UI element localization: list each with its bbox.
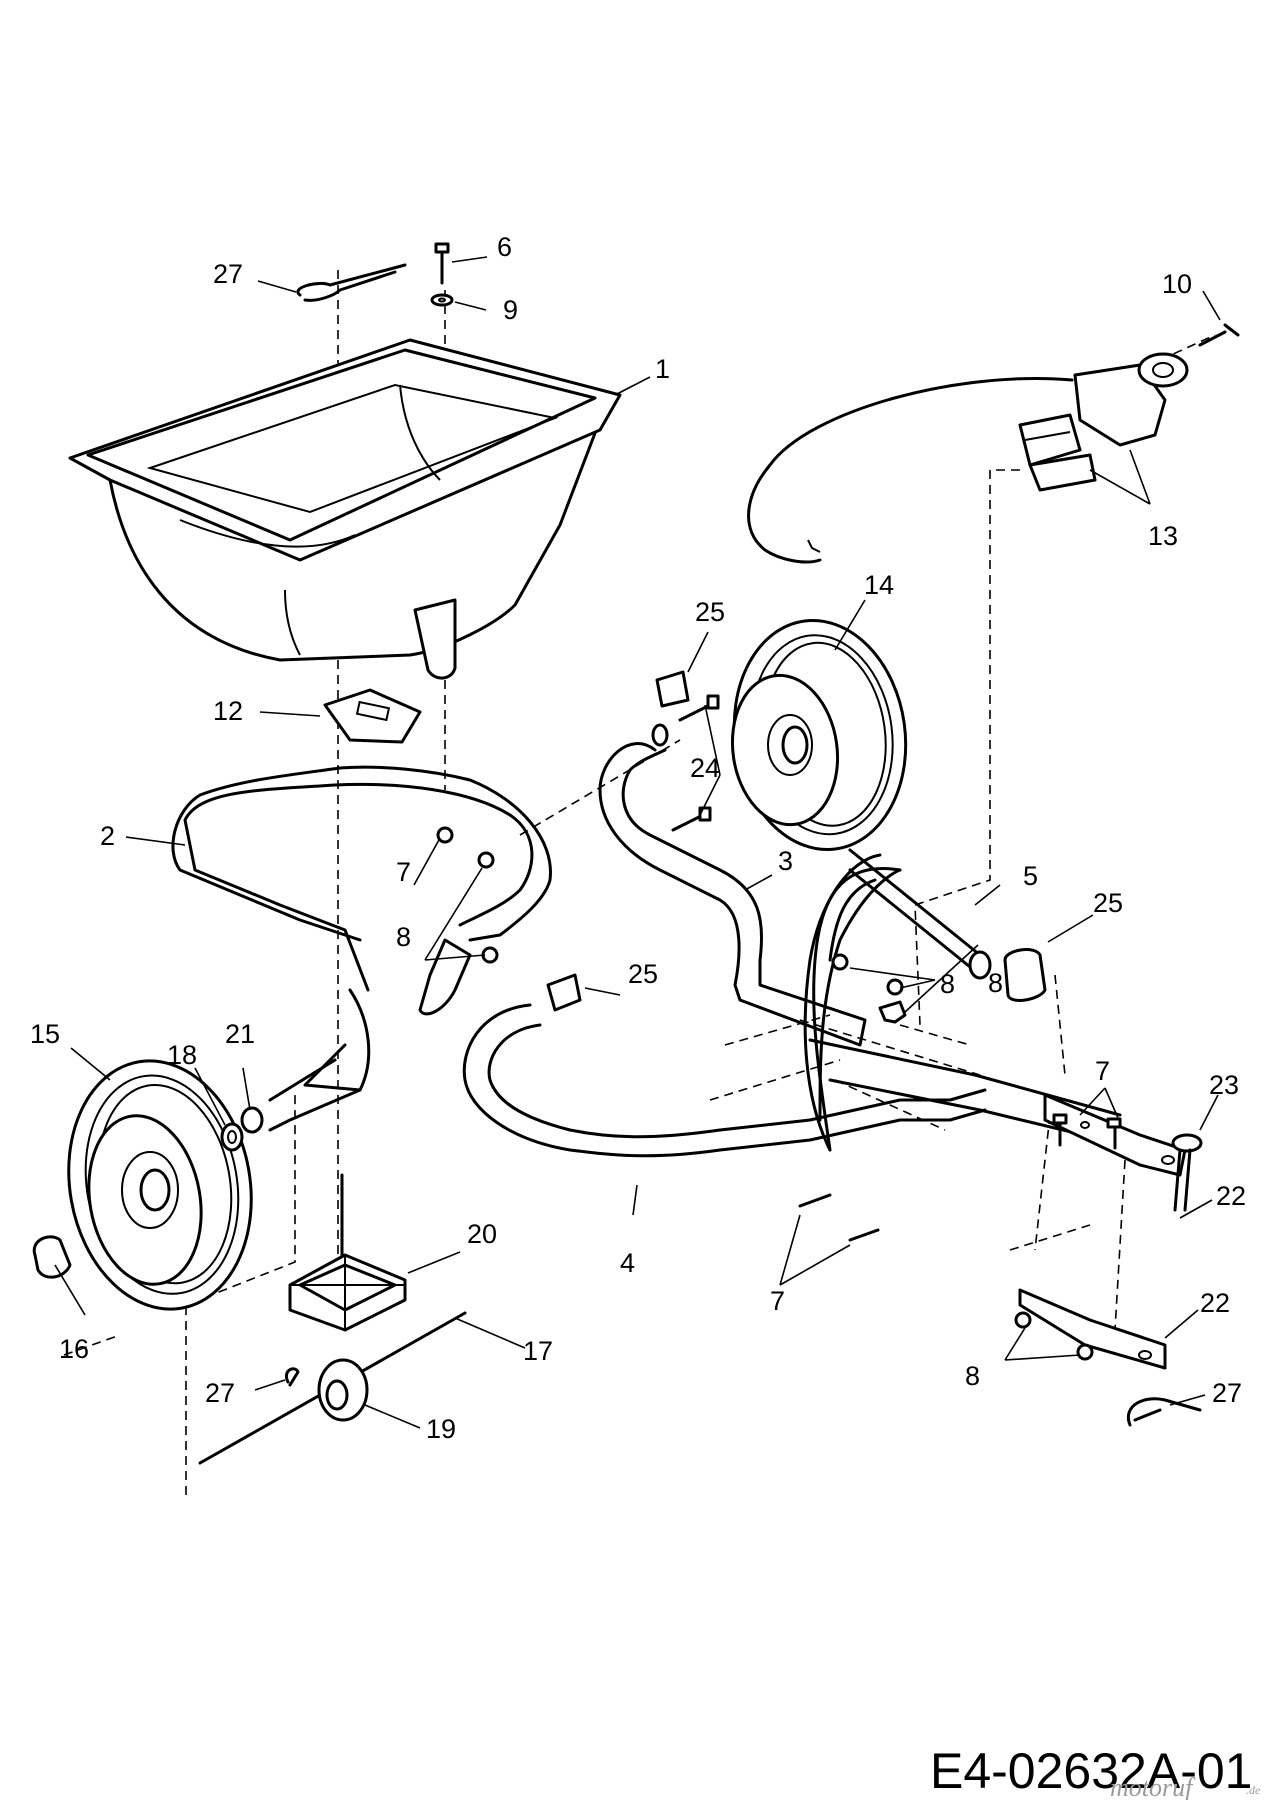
handle-tube xyxy=(812,848,992,1152)
watermark-text: motoruf xyxy=(1110,1773,1196,1800)
hopper-bolt xyxy=(434,242,450,285)
callout-20: 20 xyxy=(467,1219,497,1249)
callout-8-a: 7 xyxy=(396,857,411,887)
callout-3: 3 xyxy=(778,846,793,876)
callout-22-lower: 22 xyxy=(1200,1288,1230,1318)
callout-7-left: 7 xyxy=(770,1286,785,1316)
shutter-plate xyxy=(323,688,422,744)
callout-2: 2 xyxy=(100,821,115,851)
callout-25-mid: 25 xyxy=(628,959,658,989)
callout-6: 6 xyxy=(497,232,512,262)
axle-nut xyxy=(240,1106,264,1134)
callout-10: 10 xyxy=(1162,269,1192,299)
callout-8-d: 8 xyxy=(965,1361,980,1391)
hairpin-clip-top xyxy=(296,263,407,302)
callout-labels: 27 6 9 1 10 13 14 25 12 24 2 3 7 8 5 25 … xyxy=(30,232,1246,1444)
callout-5: 5 xyxy=(1023,861,1038,891)
middle-tube xyxy=(598,723,867,1047)
spreader-spinner xyxy=(288,1173,407,1332)
hopper-washer xyxy=(430,293,454,307)
wing-nut xyxy=(878,1000,907,1024)
callout-4: 4 xyxy=(620,1248,635,1278)
callout-19: 19 xyxy=(426,1414,456,1444)
handle-bracket-lower xyxy=(1018,1288,1167,1370)
callout-27-bottom: 27 xyxy=(1212,1378,1242,1408)
callout-13: 13 xyxy=(1148,521,1178,551)
gear xyxy=(317,1358,369,1422)
callout-7-right: 7 xyxy=(1095,1056,1110,1086)
callout-8-b: 8 xyxy=(396,922,411,952)
hairpin-clip-bottom xyxy=(1126,1397,1202,1427)
frame-bolts xyxy=(798,1113,1122,1242)
control-bolt xyxy=(1198,323,1240,347)
callout-12: 12 xyxy=(213,696,243,726)
callout-leaders xyxy=(54,256,1221,1429)
hub-cap xyxy=(32,1235,72,1279)
hopper xyxy=(68,338,622,680)
callout-25-right: 25 xyxy=(1093,888,1123,918)
callout-11: 8 xyxy=(988,968,1003,998)
callout-15: 15 xyxy=(30,1019,60,1049)
right-wheel xyxy=(730,619,908,851)
callout-26: 27 xyxy=(205,1378,235,1408)
callout-14: 14 xyxy=(864,570,894,600)
watermark-suffix: .de xyxy=(1246,1783,1261,1797)
callout-1: 1 xyxy=(655,354,670,384)
callout-23: 23 xyxy=(1209,1070,1239,1100)
left-wheel xyxy=(67,1059,253,1311)
callout-16: 16 xyxy=(59,1334,89,1364)
callout-9: 9 xyxy=(503,295,518,325)
callout-24: 24 xyxy=(690,753,720,783)
control-assembly xyxy=(747,352,1189,564)
callout-18: 18 xyxy=(167,1040,197,1070)
left-frame xyxy=(171,765,552,1132)
callout-8-c: 8 xyxy=(940,969,955,999)
drawing-code: E4-02632A-01 xyxy=(930,1743,1252,1799)
wheel-bushing xyxy=(220,1122,244,1152)
callout-27-top: 27 xyxy=(213,259,243,289)
callout-17: 17 xyxy=(523,1336,553,1366)
lock-nuts xyxy=(436,826,1094,1361)
callout-21: 21 xyxy=(225,1019,255,1049)
callout-25-top: 25 xyxy=(695,597,725,627)
hairpin-axle xyxy=(285,1367,300,1387)
tube-caps xyxy=(546,670,1047,1012)
watermark-logo: motoruf .de xyxy=(1110,1773,1261,1800)
handle-pin xyxy=(1171,1133,1203,1212)
callout-22-upper: 22 xyxy=(1216,1181,1246,1211)
